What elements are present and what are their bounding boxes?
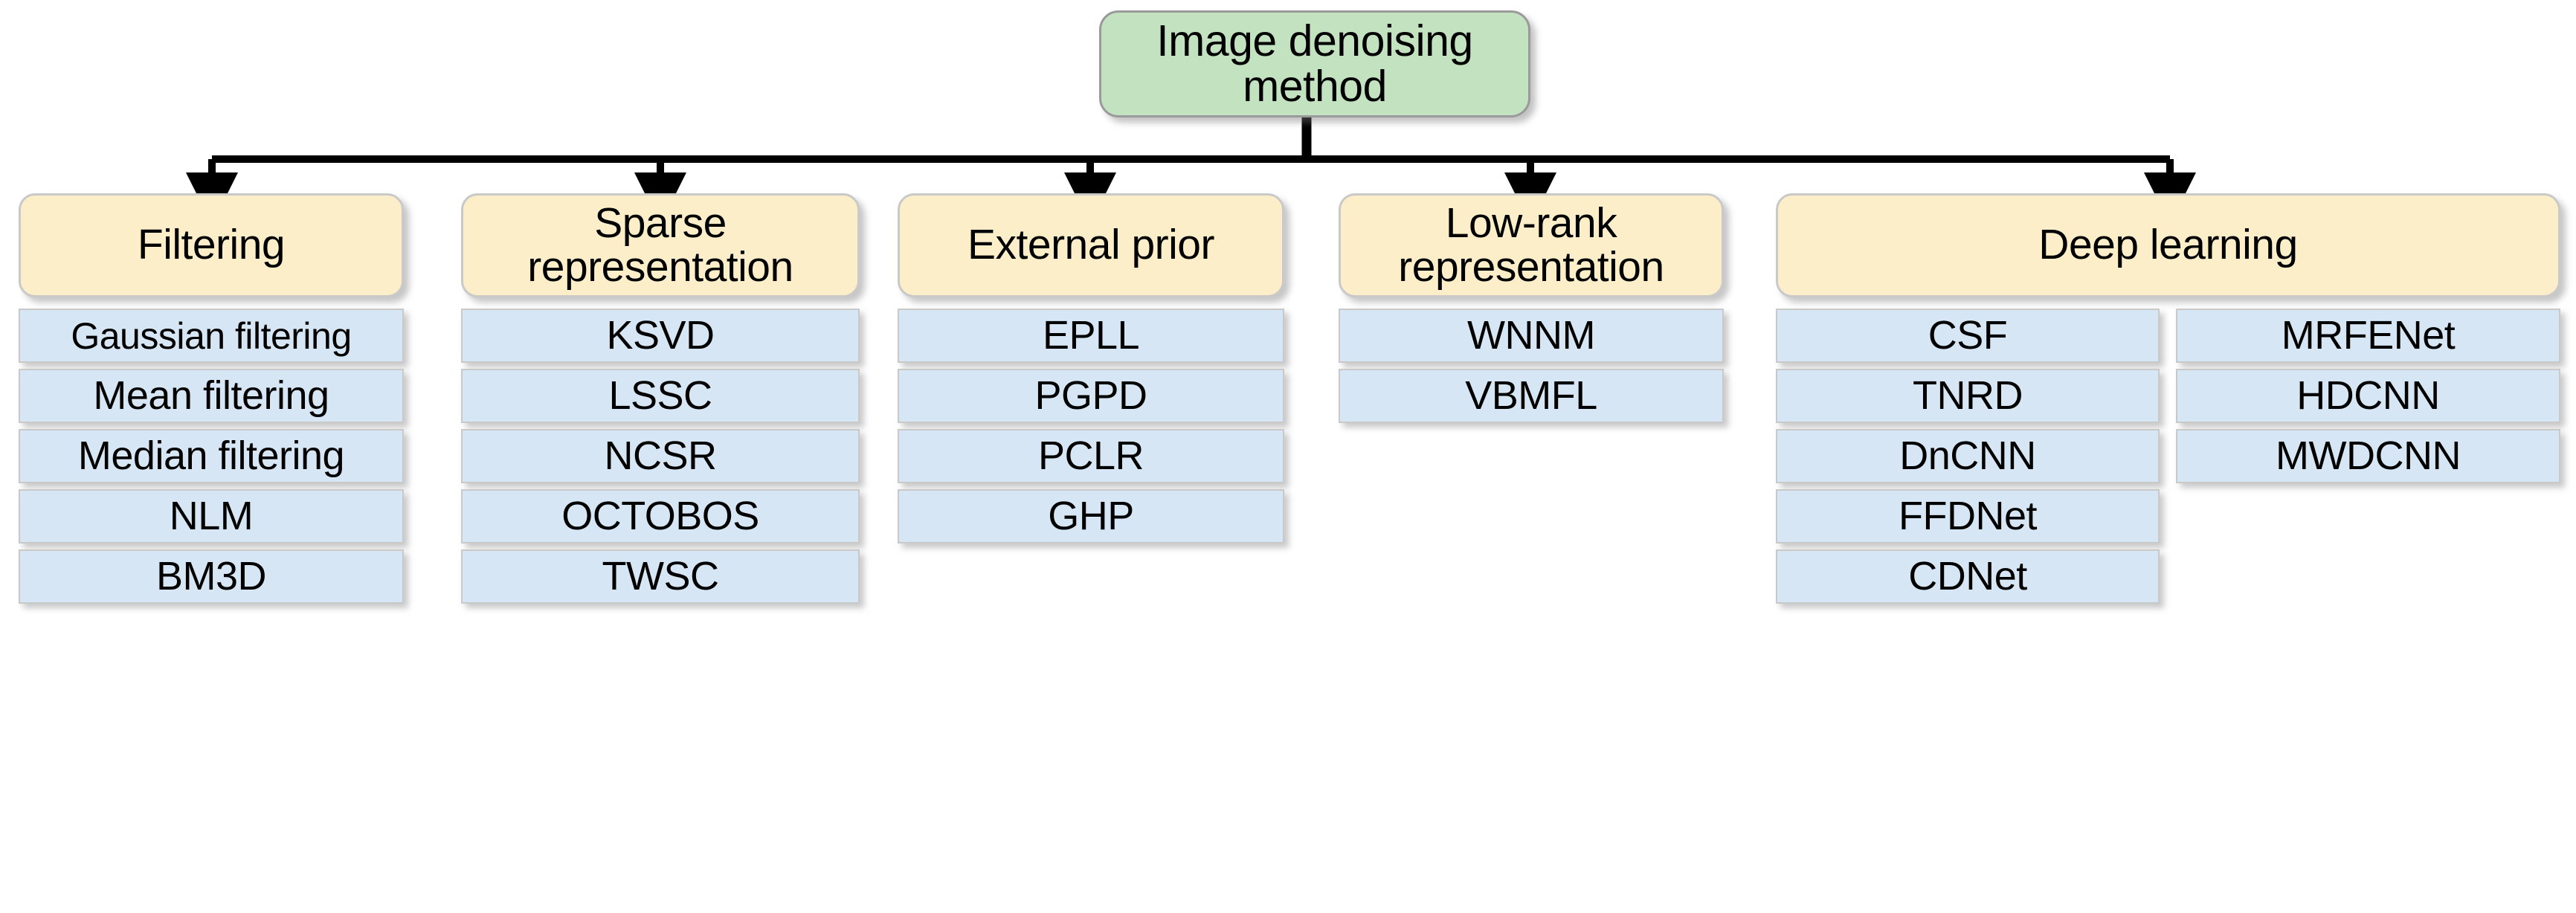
item-label: Median filtering [77, 433, 345, 479]
deep-learning-subcolumn-left: CSF TNRD DnCNN FFDNet CDNet [1776, 309, 2160, 604]
item-label: DnCNN [1899, 433, 2036, 479]
item-mwdcnn: MWDCNN [2176, 429, 2560, 483]
category-column-low-rank-representation: Low-rank representation WNNM VBMFL [1339, 193, 1724, 423]
item-gaussian-filtering: Gaussian filtering [19, 309, 404, 363]
item-bm3d: BM3D [19, 549, 404, 604]
category-header-label: External prior [967, 221, 1214, 269]
item-tnrd: TNRD [1776, 369, 2160, 423]
item-label: KSVD [606, 313, 715, 358]
item-octobos: OCTOBOS [461, 489, 860, 543]
item-label: LSSC [608, 373, 712, 419]
item-label: HDCNN [2296, 373, 2440, 419]
item-label: OCTOBOS [561, 494, 759, 539]
item-label: NCSR [604, 433, 717, 479]
category-header-label: Deep learning [2038, 221, 2298, 269]
category-items-deep-learning: CSF TNRD DnCNN FFDNet CDNet MRFENet [1776, 309, 2560, 604]
category-header-filtering: Filtering [19, 193, 404, 297]
item-csf: CSF [1776, 309, 2160, 363]
item-lssc: LSSC [461, 369, 860, 423]
item-cdnet: CDNet [1776, 549, 2160, 604]
root-node-image-denoising-method: Image denoising method [1099, 10, 1530, 117]
category-items-external-prior: EPLL PGPD PCLR GHP [898, 309, 1284, 543]
item-label: Mean filtering [93, 373, 329, 419]
category-items-low-rank-representation: WNNM VBMFL [1339, 309, 1724, 423]
category-column-sparse-representation: Sparse representation KSVD LSSC NCSR OCT… [461, 193, 860, 604]
category-header-label: Low-rank representation [1398, 199, 1664, 291]
item-label: VBMFL [1465, 373, 1597, 419]
category-header-label: Filtering [137, 221, 286, 269]
item-vbmfl: VBMFL [1339, 369, 1724, 423]
item-wnnm: WNNM [1339, 309, 1724, 363]
category-header-sparse-representation: Sparse representation [461, 193, 860, 297]
item-label: WNNM [1467, 313, 1595, 358]
category-column-filtering: Filtering Gaussian filtering Mean filter… [19, 193, 404, 604]
item-pclr: PCLR [898, 429, 1284, 483]
item-epll: EPLL [898, 309, 1284, 363]
item-label: TWSC [602, 554, 719, 599]
category-header-label: Sparse representation [527, 199, 793, 291]
item-label: FFDNet [1899, 494, 2038, 539]
item-ffdnet: FFDNet [1776, 489, 2160, 543]
item-dncnn: DnCNN [1776, 429, 2160, 483]
item-nlm: NLM [19, 489, 404, 543]
item-label: EPLL [1042, 313, 1140, 358]
item-ghp: GHP [898, 489, 1284, 543]
category-items-sparse-representation: KSVD LSSC NCSR OCTOBOS TWSC [461, 309, 860, 604]
item-label: BM3D [155, 554, 267, 599]
item-label: MRFENet [2281, 313, 2456, 358]
item-label: CDNet [1908, 554, 2027, 599]
category-column-deep-learning: Deep learning CSF TNRD DnCNN FFDNet CDNe… [1776, 193, 2560, 604]
item-mrfenet: MRFENet [2176, 309, 2560, 363]
item-pgpd: PGPD [898, 369, 1284, 423]
item-label: Gaussian filtering [71, 314, 352, 357]
item-label: PGPD [1034, 373, 1147, 419]
item-mean-filtering: Mean filtering [19, 369, 404, 423]
deep-learning-subcolumn-right: MRFENet HDCNN MWDCNN [2176, 309, 2560, 604]
item-label: TNRD [1913, 373, 2023, 419]
item-label: NLM [169, 494, 254, 539]
category-header-external-prior: External prior [898, 193, 1284, 297]
category-header-deep-learning: Deep learning [1776, 193, 2560, 297]
category-column-external-prior: External prior EPLL PGPD PCLR GHP [898, 193, 1284, 543]
item-hdcnn: HDCNN [2176, 369, 2560, 423]
category-items-filtering: Gaussian filtering Mean filtering Median… [19, 309, 404, 604]
root-node-label: Image denoising method [1156, 16, 1473, 111]
item-ksvd: KSVD [461, 309, 860, 363]
item-median-filtering: Median filtering [19, 429, 404, 483]
item-label: MWDCNN [2276, 433, 2461, 479]
item-ncsr: NCSR [461, 429, 860, 483]
item-label: CSF [1928, 313, 2008, 358]
category-header-low-rank-representation: Low-rank representation [1339, 193, 1724, 297]
item-twsc: TWSC [461, 549, 860, 604]
item-label: PCLR [1037, 433, 1144, 479]
item-label: GHP [1048, 494, 1134, 539]
